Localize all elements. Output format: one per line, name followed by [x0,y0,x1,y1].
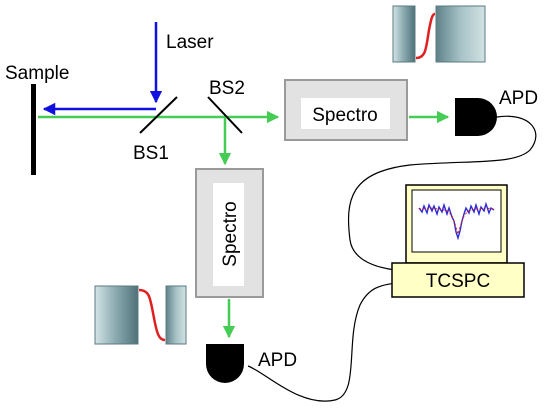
beamsplitter-bs1 [139,96,178,134]
tcspc-computer [391,184,525,298]
apd-bottom-label: APD [258,350,297,371]
spectrometer-horizontal [284,79,408,141]
bs2-label: BS2 [209,78,245,99]
tcspc-label: TCSPC [426,271,490,292]
filter-slit-icon-top [392,5,486,63]
apd-detector-bottom [206,344,244,383]
laser-beam [42,22,163,116]
sample-plate [31,84,36,175]
spectro-horizontal-label: Spectro [312,105,377,126]
laser-label: Laser [166,32,214,53]
bs1-label: BS1 [133,143,169,164]
sample-label: Sample [5,63,69,84]
filter-slit-icon-bottom [94,285,187,345]
correlation-trace [418,201,495,241]
apd-detector-top [455,98,497,136]
signal-cables [247,115,537,402]
spectrometer-vertical [195,168,264,298]
apd-top-label: APD [499,88,538,109]
spectro-vertical-label: Spectro [220,201,241,266]
beamsplitter-bs2 [207,96,243,134]
